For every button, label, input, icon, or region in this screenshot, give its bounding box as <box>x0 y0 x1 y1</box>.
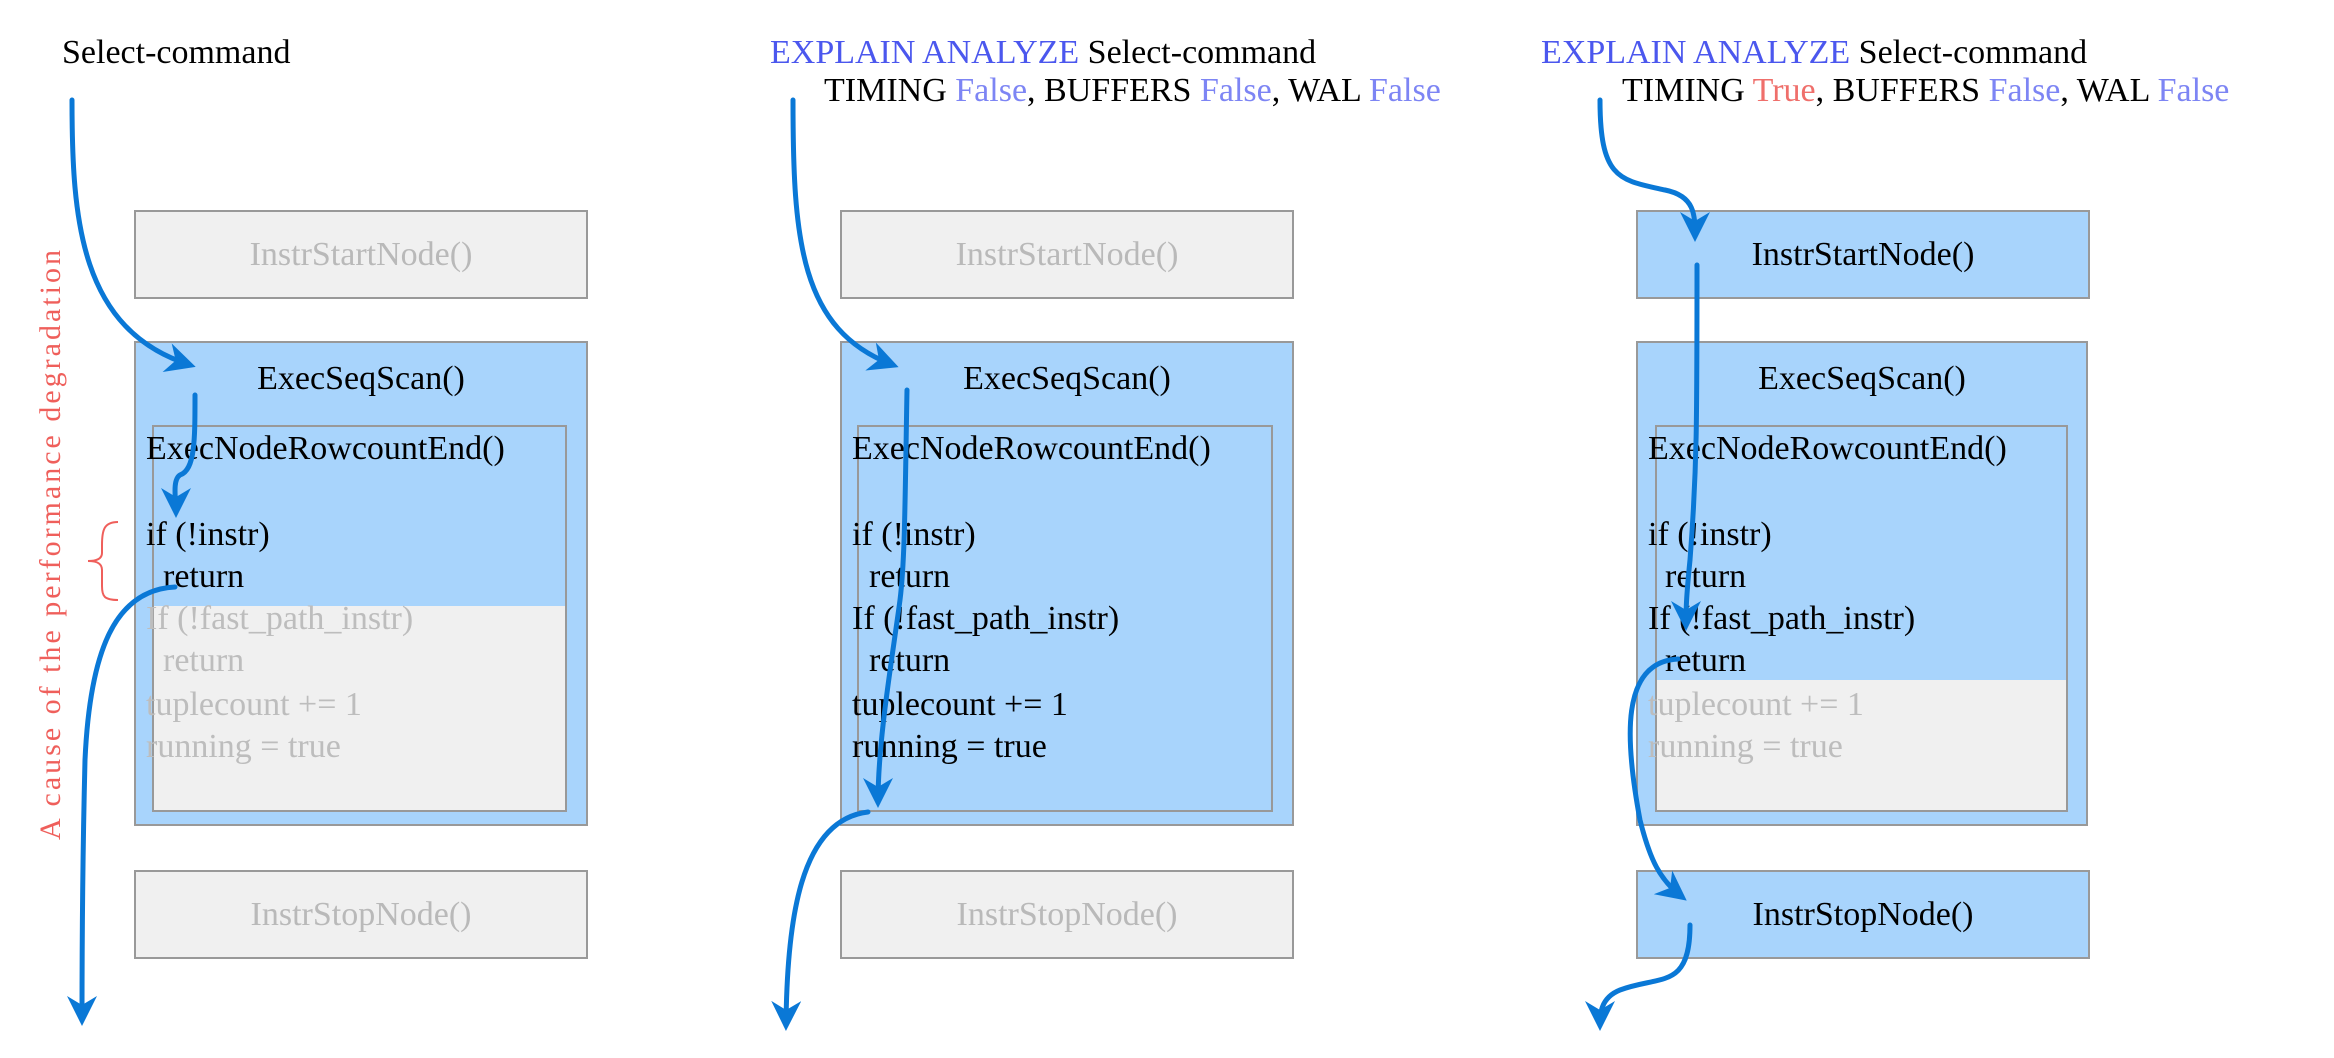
instr-stop-node-label: InstrStopNode() <box>250 895 472 933</box>
rowcount-end-label: ExecNodeRowcountEnd() <box>852 430 1211 467</box>
option-name: TIMING <box>824 72 947 109</box>
option-separator: , <box>1027 72 1045 109</box>
option-value: False <box>1988 72 2061 109</box>
rowcount-end-label: ExecNodeRowcountEnd() <box>146 430 505 467</box>
code-line: return <box>852 558 951 595</box>
instr-start-node-label: InstrStartNode() <box>1751 235 1975 273</box>
option-name: BUFFERS <box>1832 72 1981 109</box>
exec-node-rowcount-end-box <box>857 425 1273 812</box>
option-name: TIMING <box>1622 72 1745 109</box>
instr-start-node-label: InstrStartNode() <box>955 235 1179 273</box>
instr-stop-node: InstrStopNode() <box>134 870 588 959</box>
instr-stop-node: InstrStopNode() <box>840 870 1294 959</box>
panel-2-header-line1: EXPLAIN ANALYZE Select-command <box>770 34 1316 72</box>
instr-start-node-label: InstrStartNode() <box>249 235 473 273</box>
option-value: False <box>2157 72 2230 109</box>
panel-1-header: Select-command <box>62 34 290 72</box>
panel-2-header-options: TIMING False, BUFFERS False, WAL False <box>824 72 1441 110</box>
red-brace-icon <box>87 521 119 601</box>
inactive-region <box>1656 680 2066 810</box>
instr-start-node: InstrStartNode() <box>1636 210 2090 299</box>
option-value: False <box>955 72 1028 109</box>
code-line: if (!instr) <box>146 516 270 553</box>
option-value: True <box>1752 72 1816 109</box>
panel-3-header-options: TIMING True, BUFFERS False, WAL False <box>1622 72 2229 110</box>
option-value: False <box>1199 72 1272 109</box>
code-line: If (!fast_path_instr) <box>146 600 414 637</box>
instr-stop-node-label: InstrStopNode() <box>1752 895 1974 933</box>
code-line: return <box>146 558 245 595</box>
header-command: Select-command <box>62 34 291 71</box>
exec-seq-scan-node: ExecSeqScan() <box>840 341 1294 826</box>
code-line: If (!fast_path_instr) <box>1648 600 1916 637</box>
instr-stop-node-label: InstrStopNode() <box>956 895 1178 933</box>
code-line: return <box>1648 642 1747 679</box>
exec-seq-scan-label: ExecSeqScan() <box>1758 360 1966 397</box>
code-line: if (!instr) <box>852 516 976 553</box>
inactive-region <box>154 606 565 810</box>
code-line: running = true <box>852 728 1047 765</box>
code-line: tuplecount += 1 <box>852 686 1068 723</box>
exec-seq-scan-label: ExecSeqScan() <box>963 360 1171 397</box>
header-command: Select-command <box>1858 34 2088 71</box>
exec-node-rowcount-end-box <box>1655 425 2068 812</box>
option-value: False <box>1369 72 1441 109</box>
code-line: running = true <box>1648 728 1843 765</box>
code-line: return <box>146 642 245 679</box>
code-line: running = true <box>146 728 341 765</box>
option-name: WAL <box>2076 72 2150 109</box>
option-name: BUFFERS <box>1044 72 1192 109</box>
option-separator: , <box>1815 72 1833 109</box>
performance-degradation-annotation: A cause of the performance degradation <box>34 247 67 840</box>
option-name: WAL <box>1288 72 1361 109</box>
rowcount-end-label: ExecNodeRowcountEnd() <box>1648 430 2007 467</box>
instr-start-node: InstrStartNode() <box>134 210 588 299</box>
panel-3-header-line1: EXPLAIN ANALYZE Select-command <box>1541 34 2087 72</box>
code-line: tuplecount += 1 <box>1648 686 1864 723</box>
code-line: return <box>852 642 951 679</box>
code-line: return <box>1648 558 1747 595</box>
code-line: if (!instr) <box>1648 516 1772 553</box>
code-line: tuplecount += 1 <box>146 686 362 723</box>
header-keyword: EXPLAIN ANALYZE <box>770 34 1080 71</box>
instr-stop-node: InstrStopNode() <box>1636 870 2090 959</box>
option-separator: , <box>2060 72 2077 109</box>
header-keyword: EXPLAIN ANALYZE <box>1541 34 1851 71</box>
header-command: Select-command <box>1087 34 1317 71</box>
code-line: If (!fast_path_instr) <box>852 600 1120 637</box>
instr-start-node: InstrStartNode() <box>840 210 1294 299</box>
option-separator: , <box>1271 72 1289 109</box>
exec-seq-scan-label: ExecSeqScan() <box>257 360 465 397</box>
